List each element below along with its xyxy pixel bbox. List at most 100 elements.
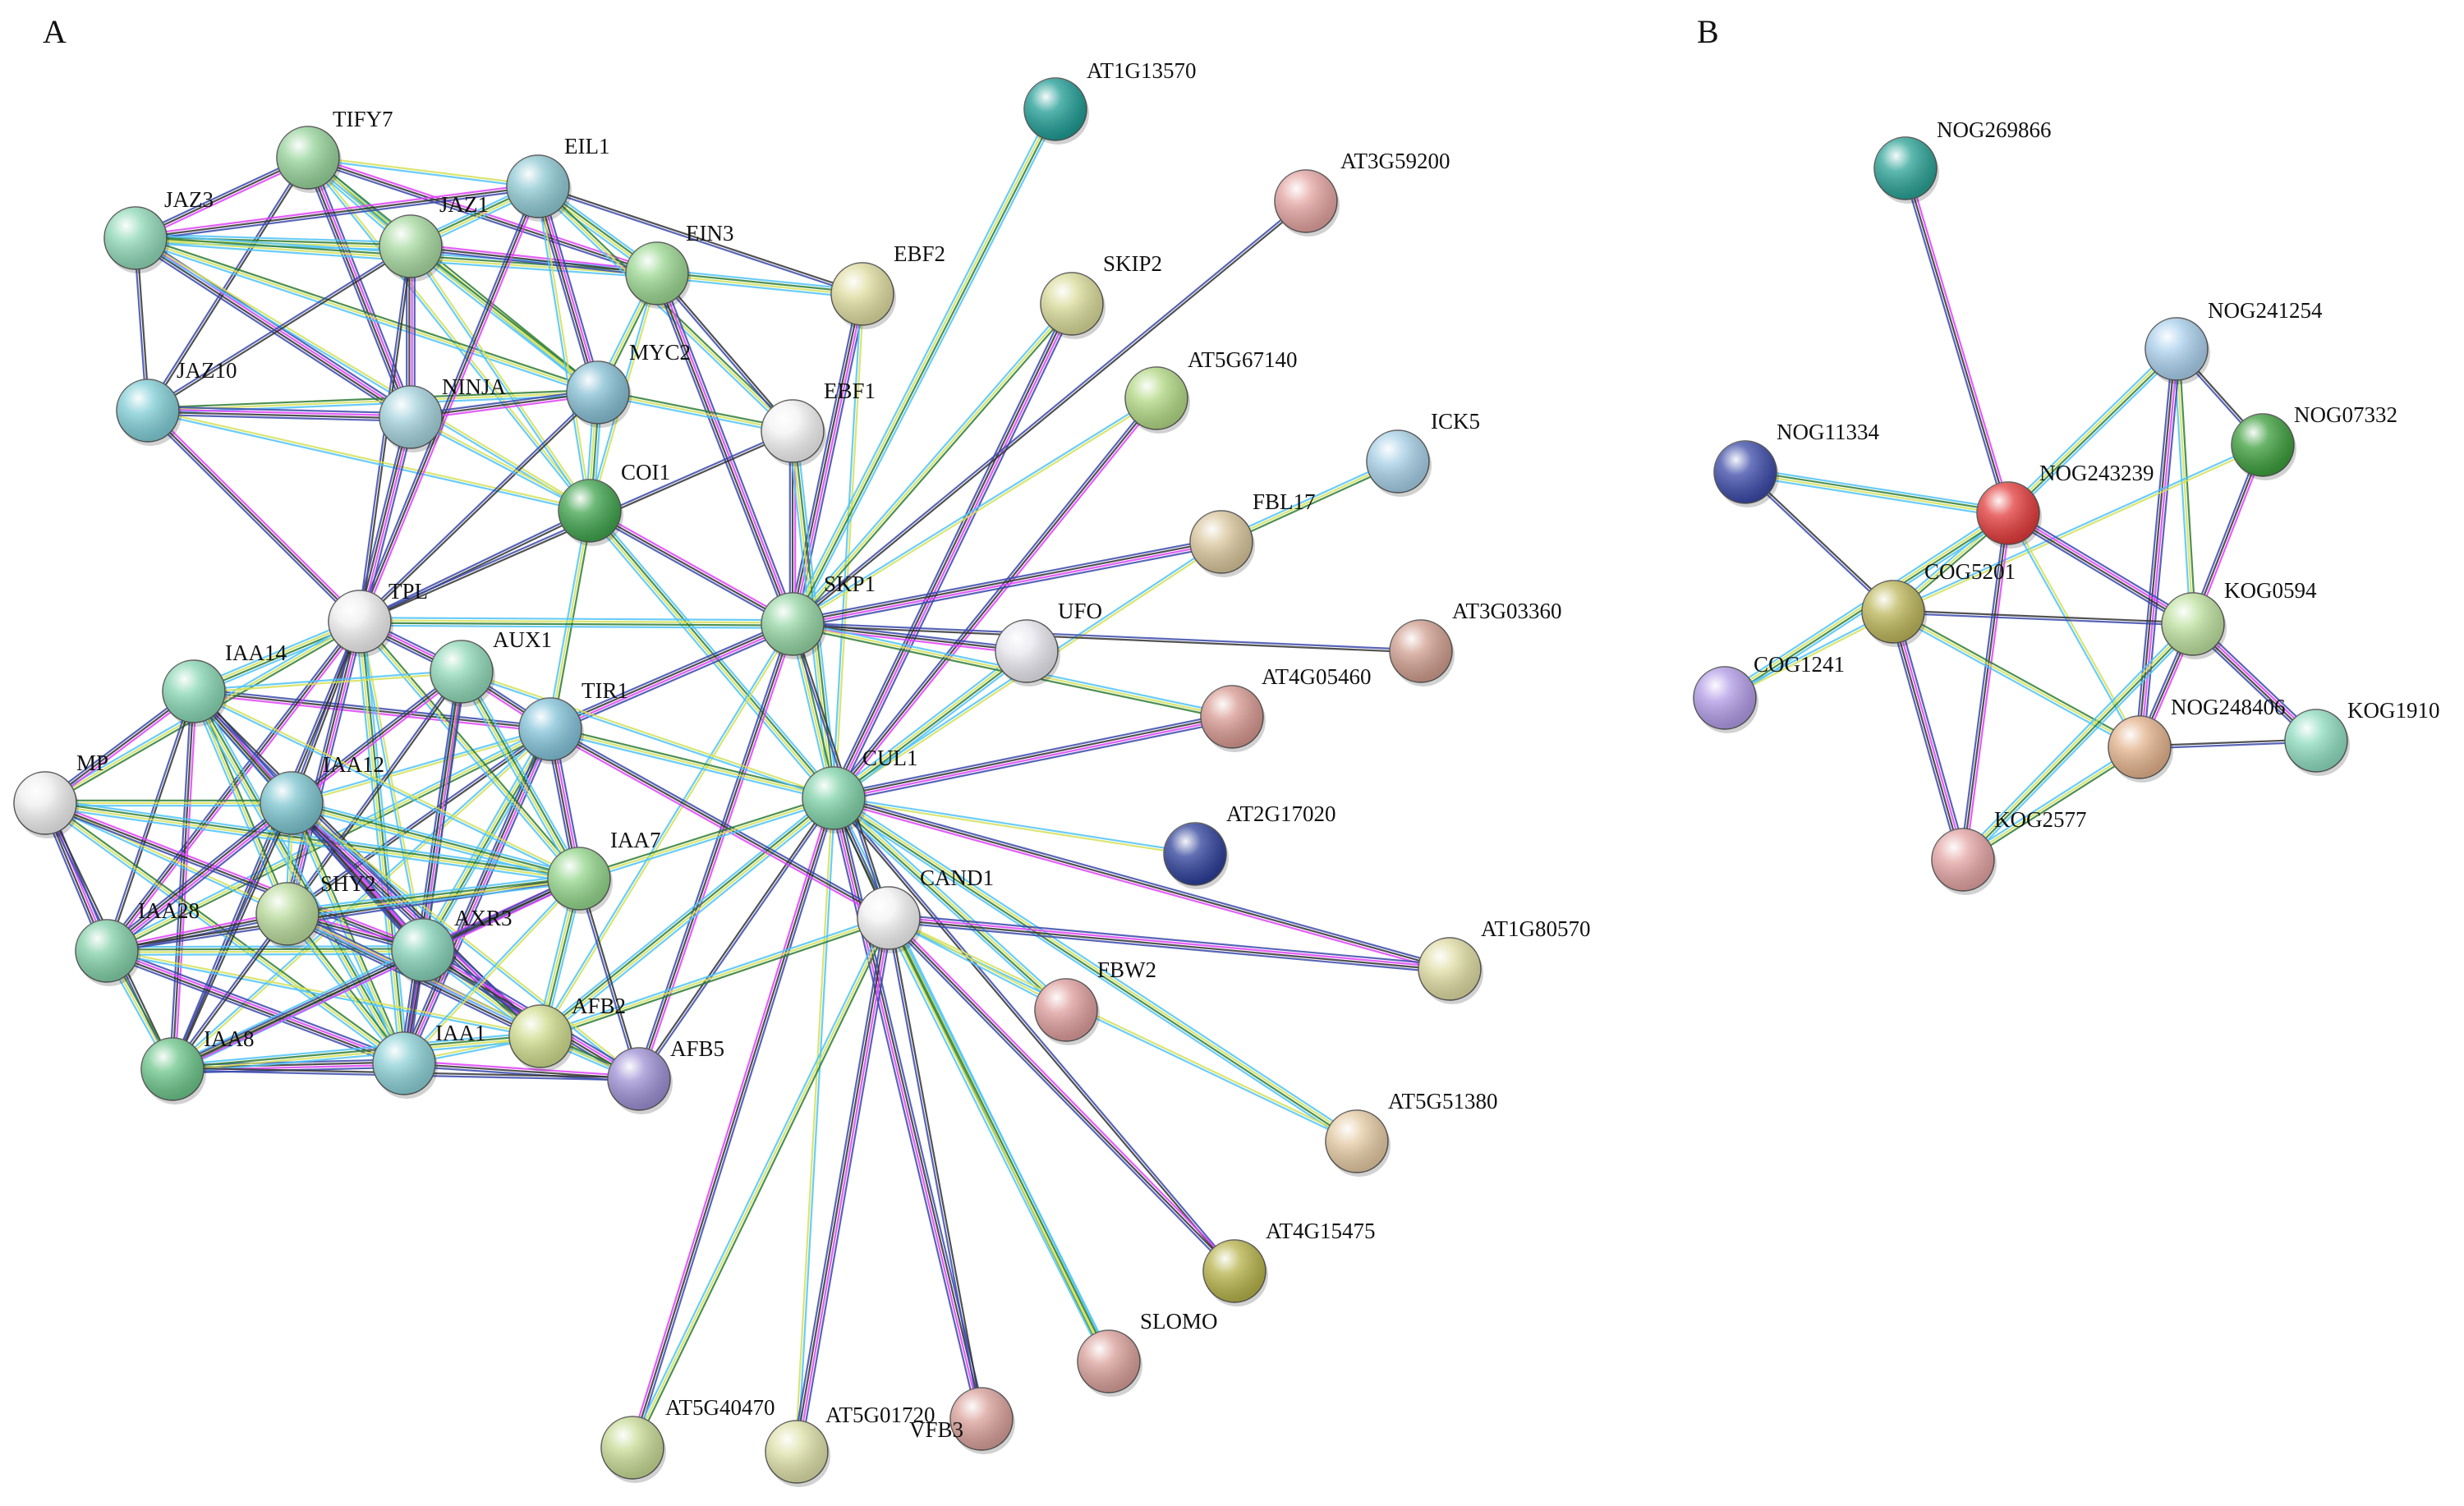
node-shy2[interactable]: SHY2 — [255, 871, 376, 949]
node-tpl[interactable]: TPL — [328, 579, 428, 657]
node-at1g13570[interactable]: AT1G13570 — [1023, 58, 1197, 145]
edge-strand — [831, 649, 1027, 798]
node-at3g03360[interactable]: AT3G03360 — [1389, 599, 1562, 686]
node-ebf2[interactable]: EBF2 — [830, 241, 945, 329]
node-kog1910[interactable]: KOG1910 — [2284, 698, 2440, 776]
node-label: EIL1 — [564, 134, 609, 158]
node-label: AXR3 — [454, 906, 513, 930]
node-afb2[interactable]: AFB2 — [508, 994, 626, 1072]
node-label: KOG0594 — [2224, 578, 2317, 603]
node-iaa14[interactable]: IAA14 — [162, 641, 287, 727]
node-cog5201[interactable]: COG5201 — [1861, 559, 2016, 647]
node-kog0594[interactable]: KOG0594 — [2161, 578, 2317, 659]
node-vfb3[interactable]: VFB3 — [909, 1387, 1015, 1454]
node-at3g59200[interactable]: AT3G59200 — [1274, 149, 1450, 236]
node-iaa12[interactable]: IAA12 — [260, 752, 384, 838]
node-cul1[interactable]: CUL1 — [802, 746, 918, 833]
node-at2g17020[interactable]: AT2G17020 — [1163, 801, 1336, 889]
node-aux1[interactable]: AUX1 — [430, 627, 552, 707]
node-label: NINJA — [442, 374, 506, 399]
node-skip2[interactable]: SKIP2 — [1040, 251, 1162, 339]
node-jaz1[interactable]: JAZ1 — [379, 192, 489, 282]
edge-strand — [285, 669, 462, 915]
node-ninja[interactable]: NINJA — [379, 374, 506, 452]
edge-strand — [830, 800, 1064, 1014]
edge-aux1-iaa12 — [288, 668, 465, 806]
edge-strand — [103, 799, 291, 949]
node-at4g05460[interactable]: AT4G05460 — [1200, 664, 1372, 752]
edge-strand — [791, 622, 1423, 651]
node-gloss — [567, 361, 629, 424]
node-mp[interactable]: MP — [13, 751, 108, 838]
node-coi1[interactable]: COI1 — [558, 460, 670, 546]
node-gloss — [2285, 709, 2347, 772]
edge-strand — [1892, 443, 2264, 612]
node-gloss — [950, 1388, 1013, 1450]
node-label: SKIP2 — [1103, 251, 1162, 276]
node-nog248406[interactable]: NOG248406 — [2108, 695, 2286, 783]
node-iaa1[interactable]: IAA1 — [372, 1021, 486, 1099]
node-eil1[interactable]: EIL1 — [506, 134, 609, 222]
node-label: IAA14 — [225, 641, 287, 665]
edge-strand — [887, 921, 1450, 974]
node-fbw2[interactable]: FBW2 — [1034, 957, 1156, 1045]
node-iaa8[interactable]: IAA8 — [140, 1026, 255, 1104]
node-cand1[interactable]: CAND1 — [857, 865, 994, 953]
node-fbl17[interactable]: FBL17 — [1189, 489, 1316, 577]
edge-strand — [358, 508, 591, 622]
node-jaz10[interactable]: JAZ10 — [116, 358, 237, 446]
node-label: TIFY7 — [333, 107, 393, 131]
node-iaa7[interactable]: IAA7 — [547, 828, 661, 914]
node-at1g80570[interactable]: AT1G80570 — [1418, 916, 1591, 1004]
edge-strand — [1220, 460, 1400, 544]
node-at5g01720[interactable]: AT5G01720 — [765, 1403, 935, 1487]
node-cog1241[interactable]: COG1241 — [1693, 652, 1845, 733]
node-tir1[interactable]: TIR1 — [518, 678, 628, 764]
node-nog07332[interactable]: NOG07332 — [2231, 402, 2397, 480]
node-label: JAZ3 — [164, 187, 214, 212]
node-ick5[interactable]: ICK5 — [1366, 409, 1480, 497]
node-ein3[interactable]: EIN3 — [625, 221, 733, 309]
edge-iaa14-iaa1 — [189, 688, 409, 1067]
node-at4g15475[interactable]: AT4G15475 — [1202, 1219, 1376, 1306]
edge-strand — [887, 916, 1236, 1273]
node-nog269866[interactable]: NOG269866 — [1873, 117, 2052, 204]
node-kog2577[interactable]: KOG2577 — [1931, 807, 2087, 895]
node-slomo[interactable]: SLOMO — [1077, 1309, 1218, 1397]
node-label: KOG2577 — [1994, 807, 2087, 832]
edge-strand — [834, 793, 1360, 1140]
edge-strand — [360, 393, 600, 624]
edge-strand — [660, 271, 798, 624]
edge-strand — [288, 804, 422, 953]
node-at5g51380[interactable]: AT5G51380 — [1325, 1089, 1498, 1177]
edge-strand — [2189, 443, 2262, 624]
edge-strand — [629, 916, 888, 1448]
node-nog11334[interactable]: NOG11334 — [1713, 420, 1879, 507]
node-at5g67140[interactable]: AT5G67140 — [1124, 347, 1298, 434]
node-ebf1[interactable]: EBF1 — [761, 379, 876, 466]
edge-strand — [538, 185, 592, 512]
node-gloss — [1390, 620, 1452, 682]
edge-ein3-ebf1 — [655, 271, 795, 434]
node-at5g40470[interactable]: AT5G40470 — [600, 1395, 775, 1483]
edge-strand — [1959, 620, 2191, 858]
node-gloss — [509, 1005, 572, 1068]
node-gloss — [1694, 667, 1756, 729]
node-tify7[interactable]: TIFY7 — [276, 107, 393, 193]
node-axr3[interactable]: AXR3 — [391, 906, 513, 985]
node-skp1[interactable]: SKP1 — [761, 572, 876, 659]
edge-strand — [540, 919, 891, 1040]
node-iaa28[interactable]: IAA28 — [75, 898, 200, 986]
node-ufo[interactable]: UFO — [995, 599, 1102, 686]
edge-strand — [170, 801, 292, 1070]
node-afb5[interactable]: AFB5 — [607, 1036, 724, 1114]
node-myc2[interactable]: MYC2 — [566, 340, 691, 428]
edge-fbl17-skp1 — [790, 537, 1224, 629]
edge-strand — [578, 799, 836, 883]
node-label: AT4G15475 — [1266, 1219, 1376, 1243]
node-nog241254[interactable]: NOG241254 — [2145, 298, 2323, 384]
node-jaz3[interactable]: JAZ3 — [103, 187, 214, 273]
node-gloss — [329, 590, 391, 653]
node-nog243239[interactable]: NOG243239 — [1976, 461, 2154, 549]
edge-fbw2-cul1 — [830, 794, 1070, 1014]
